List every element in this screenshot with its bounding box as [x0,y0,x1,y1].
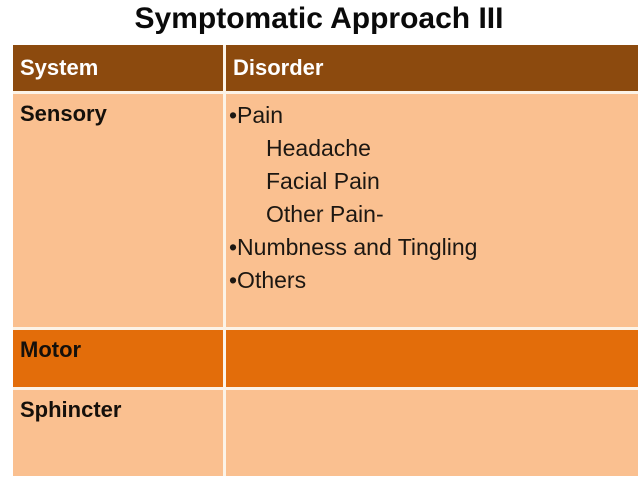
disorder-line-others: •Others [229,267,307,293]
disorder-line-headache: Headache [266,135,371,161]
table-header-row: System Disorder [13,45,638,91]
disorder-cell-sensory: •Pain Headache Facial Pain Other Pain- •… [226,94,638,327]
slide-title: Symptomatic Approach III [134,2,504,35]
column-header-system: System [13,45,223,91]
table-row-motor: Motor [13,330,638,387]
system-cell-sensory: Sensory [13,94,223,327]
disorder-line-facial-pain: Facial Pain [266,168,380,194]
disorder-line-pain: •Pain [229,102,284,128]
disorder-line-other-pain: Other Pain- [266,201,384,227]
system-cell-sphincter: Sphincter [13,390,223,476]
table-row-sensory: Sensory •Pain Headache Facial Pain Other… [13,94,638,327]
system-cell-motor: Motor [13,330,223,387]
table-row-sphincter: Sphincter [13,390,638,476]
disorder-cell-motor [226,330,638,387]
disorder-cell-sphincter [226,390,638,476]
symptom-table: System Disorder Sensory •Pain Headache F… [13,45,638,476]
column-header-disorder: Disorder [226,45,638,91]
disorder-line-numbness-tingling: •Numbness and Tingling [229,234,478,260]
